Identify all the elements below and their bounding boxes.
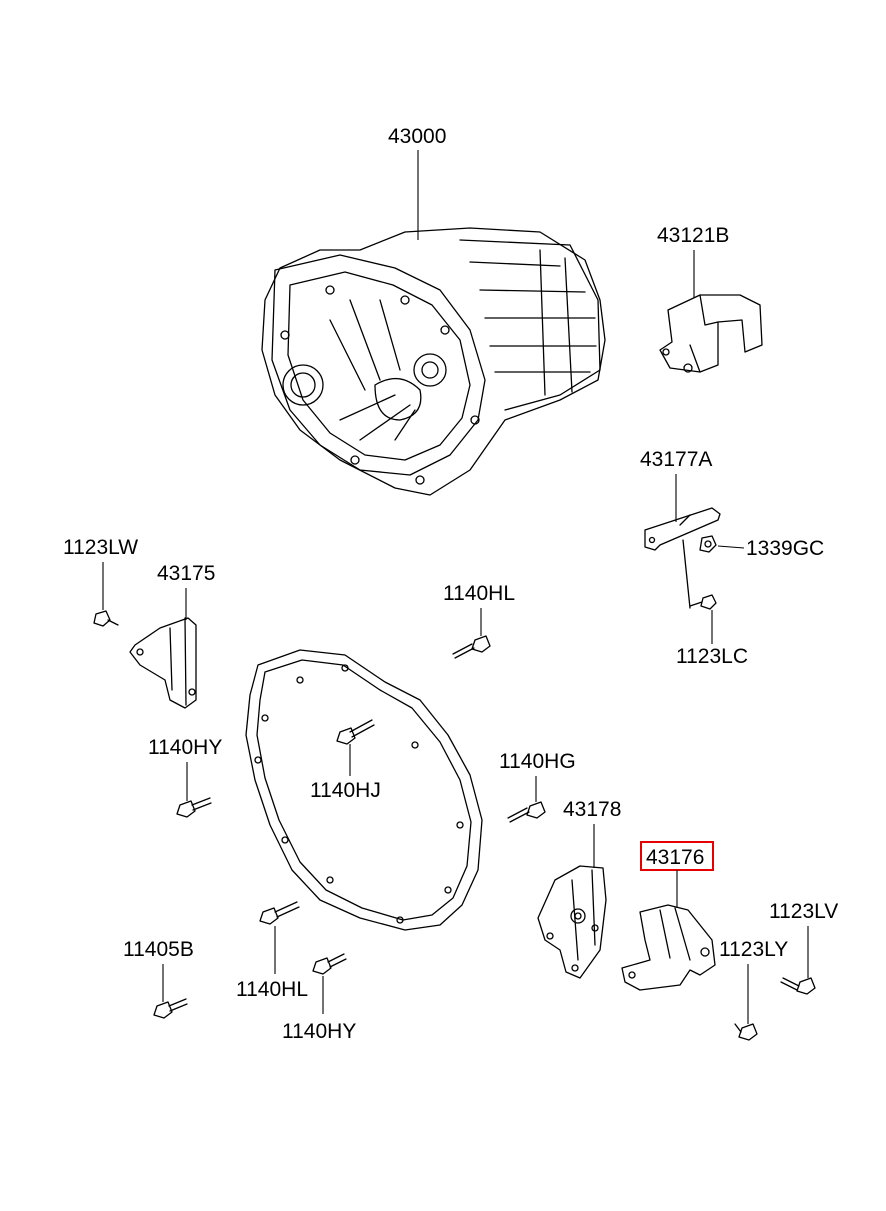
label-43121b[interactable]: 43121B [657,224,729,247]
label-1140hy-left[interactable]: 1140HY [148,736,222,759]
label-1123ly[interactable]: 1123LY [719,938,788,961]
bolt-1123ly[interactable] [734,1023,758,1041]
label-1140hj[interactable]: 1140HJ [310,779,381,802]
label-1123lw[interactable]: 1123LW [63,536,138,559]
label-1123lc[interactable]: 1123LC [676,645,748,668]
bolt-1140hl-bottom[interactable] [259,901,300,925]
label-1339gc[interactable]: 1339GC [746,537,824,560]
bracket-43178[interactable] [537,865,607,979]
bracket-43176[interactable] [621,904,716,991]
label-1123lv[interactable]: 1123LV [769,900,838,923]
label-1140hy-bottom[interactable]: 1140HY [282,1020,356,1043]
nut-1339gc[interactable] [699,535,717,553]
bolt-11405b[interactable] [153,998,188,1019]
gasket-plate[interactable] [245,649,483,931]
bolt-1123lw[interactable] [93,610,119,627]
label-43175[interactable]: 43175 [157,562,215,585]
label-1140hg[interactable]: 1140HG [499,750,576,773]
label-43178[interactable]: 43178 [563,798,621,821]
bolt-1123lc[interactable] [689,594,717,610]
label-1140hl-bottom[interactable]: 1140HL [236,978,308,1001]
bracket-43121b[interactable] [659,294,763,373]
bolt-1123lv[interactable] [780,977,816,995]
transmission-assembly[interactable] [261,227,606,496]
label-43177a[interactable]: 43177A [640,448,712,471]
bolt-1140hg[interactable] [507,801,546,823]
bracket-43177a[interactable] [644,507,721,609]
bolt-1140hy-left[interactable] [176,797,212,818]
bolt-1140hy-bottom[interactable] [312,953,347,975]
bracket-43175[interactable] [129,617,197,709]
label-1140hl-top[interactable]: 1140HL [443,582,515,605]
label-43176[interactable]: 43176 [646,846,704,869]
label-11405b[interactable]: 11405B [123,938,194,961]
bolt-1140hj[interactable] [336,719,375,745]
leader-1339gc [717,545,745,549]
bolt-1140hl-top[interactable] [452,635,491,659]
label-43000[interactable]: 43000 [388,125,446,148]
